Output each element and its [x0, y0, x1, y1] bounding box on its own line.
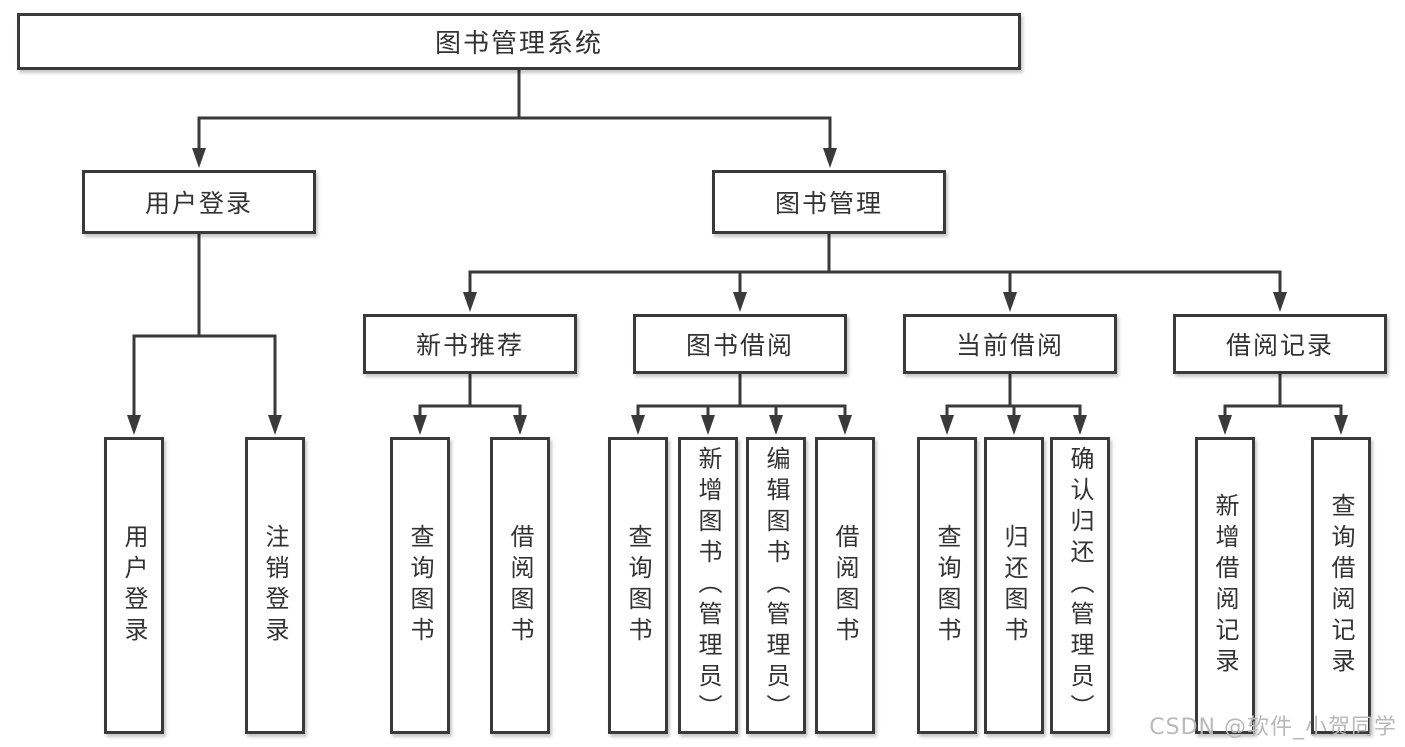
node-label: 借阅记录	[1225, 331, 1334, 360]
node-label: 借阅图书	[831, 523, 859, 648]
leaf-query-books-current: 查询图书	[917, 437, 977, 734]
leaf-confirm-return-admin: 确认归还（管理员）	[1050, 437, 1110, 734]
leaf-user-login: 用户登录	[104, 437, 164, 734]
node-label: 查询图书	[933, 523, 961, 648]
node-book-management: 图书管理	[712, 170, 946, 234]
node-label: 图书借阅	[685, 331, 794, 360]
node-label: 查询图书	[624, 523, 652, 648]
node-label: 用户登录	[120, 523, 148, 648]
leaf-query-books-recommend: 查询图书	[390, 437, 450, 734]
arrowhead-icons	[127, 148, 1348, 435]
leaf-edit-books-admin: 编辑图书（管理员）	[746, 437, 806, 734]
leaf-query-books-borrow: 查询图书	[608, 437, 668, 734]
node-user-login: 用户登录	[82, 170, 316, 234]
leaf-add-borrow-record: 新增借阅记录	[1195, 437, 1255, 734]
node-label: 确认归还（管理员）	[1066, 446, 1094, 725]
leaf-logout: 注销登录	[245, 437, 305, 734]
node-current-borrow: 当前借阅	[903, 314, 1117, 374]
leaf-borrow-books: 借阅图书	[815, 437, 875, 734]
leaf-borrow-books-recommend: 借阅图书	[490, 437, 550, 734]
csdn-watermark: CSDN @软件_小贺同学	[1149, 715, 1397, 740]
node-label: 图书管理系统	[434, 29, 603, 59]
node-label: 当前借阅	[955, 331, 1064, 360]
node-label: 归还图书	[1000, 523, 1028, 648]
node-label: 图书管理	[774, 189, 883, 218]
node-label: 新增借阅记录	[1211, 492, 1239, 679]
node-label: 查询借阅记录	[1327, 492, 1355, 679]
node-label: 查询图书	[406, 523, 434, 648]
node-book-borrow: 图书借阅	[633, 314, 847, 374]
leaf-return-books: 归还图书	[984, 437, 1044, 734]
node-label: 新增图书（管理员）	[694, 446, 722, 725]
node-label: 编辑图书（管理员）	[762, 446, 790, 725]
node-label: 借阅图书	[506, 523, 534, 648]
node-label: 新书推荐	[415, 331, 524, 360]
node-new-book-recommend: 新书推荐	[363, 314, 577, 374]
leaf-query-borrow-record: 查询借阅记录	[1311, 437, 1371, 734]
node-borrow-records: 借阅记录	[1173, 314, 1387, 374]
node-label: 注销登录	[261, 523, 289, 648]
node-label: 用户登录	[144, 189, 253, 218]
leaf-add-books-admin: 新增图书（管理员）	[678, 437, 738, 734]
node-library-system: 图书管理系统	[17, 13, 1021, 70]
